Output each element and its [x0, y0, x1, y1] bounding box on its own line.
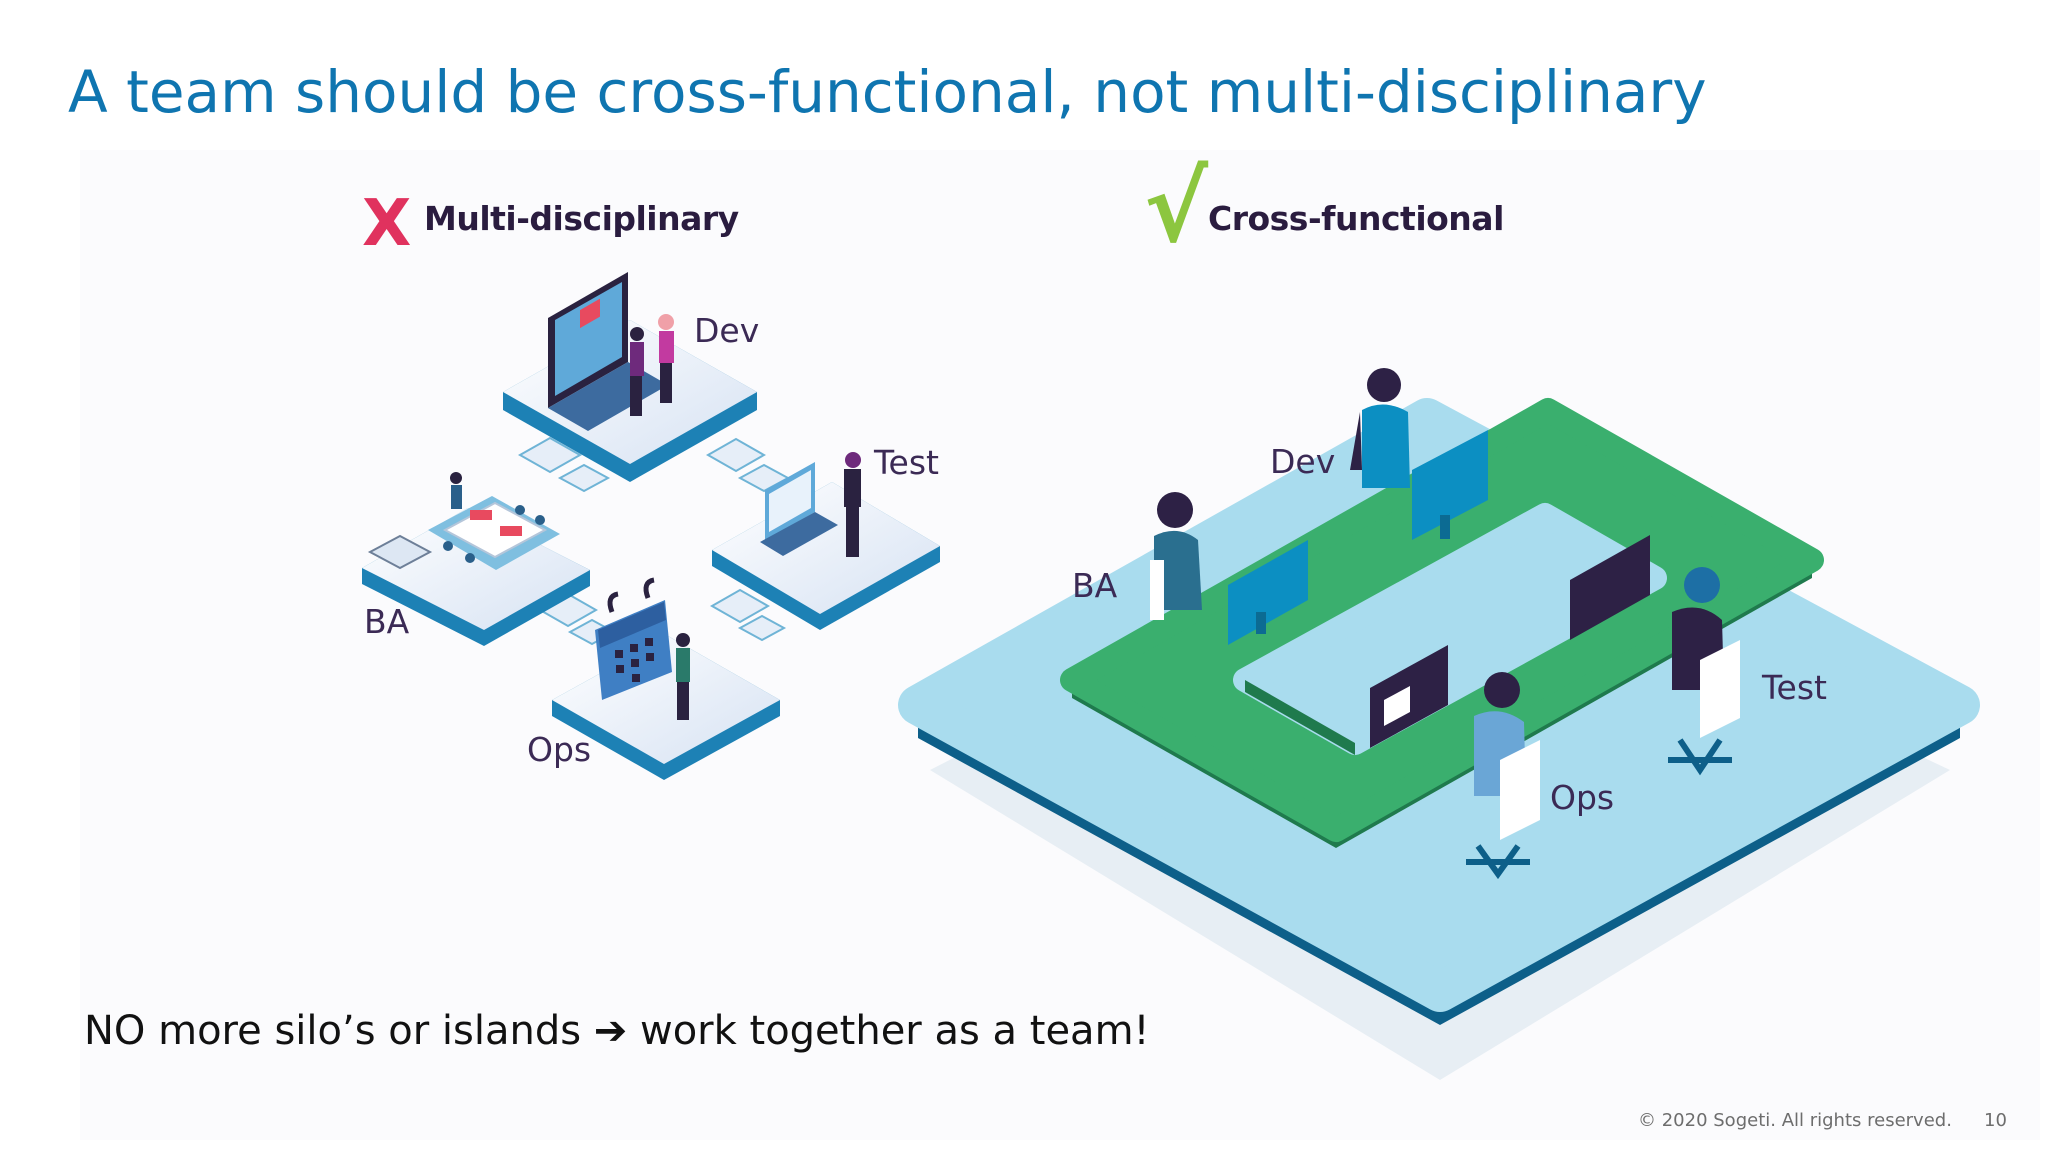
ops-figure-icon	[676, 633, 690, 720]
multi-ops-label: Ops	[527, 730, 592, 769]
check-mark-icon: √	[1144, 152, 1209, 264]
computer-icon	[760, 462, 838, 556]
cross-dev-label: Dev	[1270, 442, 1336, 481]
slide-title: A team should be cross-functional, not m…	[68, 58, 1707, 126]
ba-island	[362, 472, 590, 646]
page-number: 10	[1984, 1110, 2007, 1131]
multi-dev-label: Dev	[694, 311, 760, 350]
cross-functional-diagram	[898, 368, 1980, 1080]
meeting-table-icon	[442, 472, 548, 563]
cross-ops-label: Ops	[1550, 778, 1615, 817]
calendar-icon	[595, 577, 672, 700]
cross-mark-icon: X	[362, 187, 412, 261]
test-island	[712, 452, 940, 630]
ops-island	[552, 577, 780, 780]
developer-figures-icon	[630, 314, 674, 416]
island-connectors	[517, 436, 791, 646]
copyright-footer: © 2020 Sogeti. All rights reserved.	[1638, 1110, 1952, 1131]
desk-ring	[1060, 398, 1824, 848]
multi-test-label: Test	[874, 443, 939, 482]
ops-person-icon	[1466, 672, 1540, 880]
dev-island	[503, 272, 757, 482]
cross-ba-label: BA	[1072, 566, 1118, 605]
multi-disciplinary-diagram	[362, 272, 940, 780]
ba-person-icon	[1150, 492, 1202, 620]
multi-ba-label: BA	[364, 602, 410, 641]
tester-figure-icon	[844, 452, 861, 557]
cross-functional-heading: Cross-functional	[1208, 199, 1504, 238]
monitor-icons	[1228, 430, 1650, 748]
multi-disciplinary-heading: Multi-disciplinary	[424, 199, 739, 238]
cross-test-label: Test	[1762, 668, 1827, 707]
dev-person-icon	[1350, 368, 1410, 488]
test-person-icon	[1668, 567, 1740, 776]
tagline: NO more silo’s or islands ➔ work togethe…	[84, 1008, 1150, 1054]
